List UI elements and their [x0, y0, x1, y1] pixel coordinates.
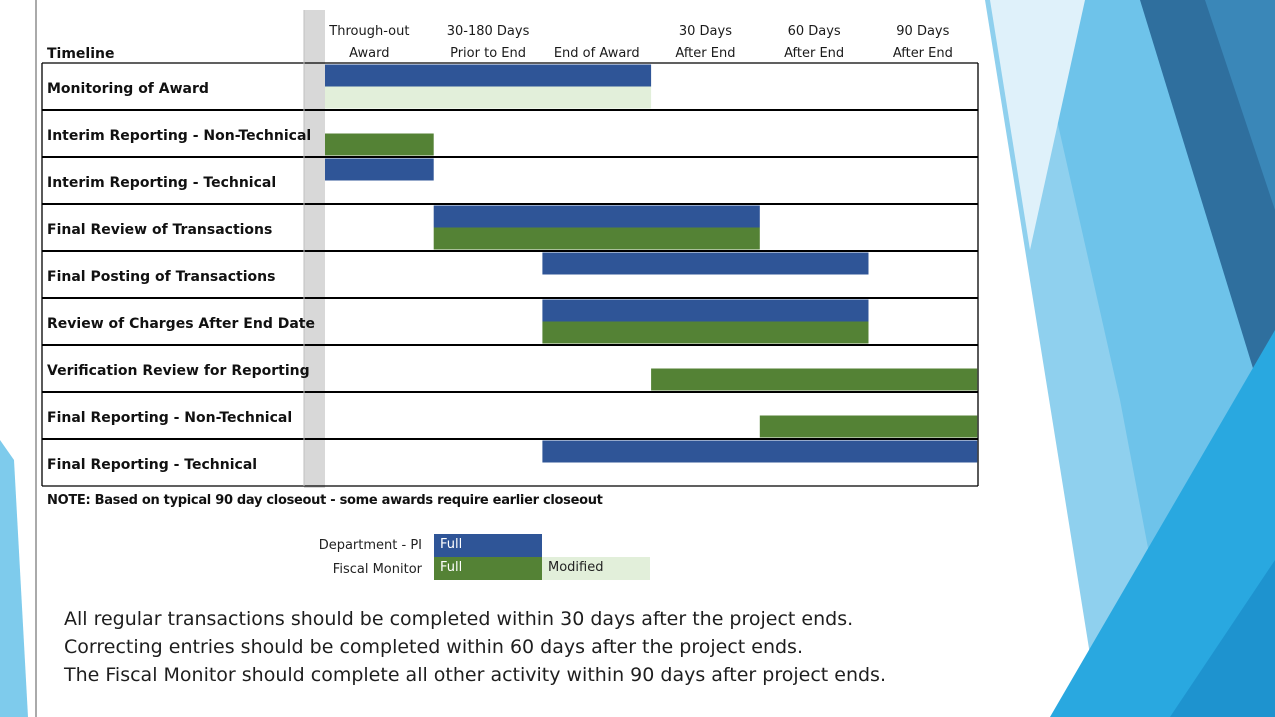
- department-bar: [542, 299, 869, 322]
- period-header-line1: 60 Days: [788, 24, 841, 39]
- department-bar: [325, 64, 652, 87]
- task-label: Final Reporting - Non-Technical: [47, 410, 292, 426]
- grid-lines: [41, 10, 979, 487]
- period-header-line2: After End: [784, 46, 844, 61]
- period-header-line2: End of Award: [554, 46, 640, 61]
- task-label: Final Reporting - Technical: [47, 457, 257, 473]
- period-header-line1: 90 Days: [896, 24, 949, 39]
- footer-line-3: The Fiscal Monitor should complete all o…: [64, 664, 886, 686]
- deco-facet-dark-2: [1205, 0, 1275, 210]
- fiscal-bar: [433, 227, 760, 250]
- row-header-label: Timeline: [47, 46, 115, 62]
- department-bar: [542, 440, 978, 463]
- fiscal-bar: [759, 415, 978, 438]
- legend-department-full-swatch: Full: [434, 534, 542, 557]
- department-bar: [433, 205, 760, 228]
- department-bar: [325, 158, 434, 181]
- fiscal-bar: [325, 133, 434, 156]
- legend-fiscal-label: Fiscal Monitor: [332, 562, 422, 577]
- fiscal-bar: [542, 321, 869, 344]
- deco-facet-pale: [990, 0, 1085, 250]
- task-label: Interim Reporting - Technical: [47, 175, 276, 191]
- deco-facet-corner: [1170, 560, 1275, 717]
- deco-facet-dark: [1140, 0, 1275, 440]
- legend-department-label: Department - PI: [318, 538, 422, 553]
- legend-fiscal-full-swatch: Full: [434, 557, 542, 580]
- legend-fiscal-modified-swatch: Modified: [542, 557, 650, 580]
- period-header-line2: After End: [675, 46, 735, 61]
- deco-facet-bright: [1050, 330, 1275, 717]
- period-header-line2: After End: [893, 46, 953, 61]
- period-header-line2: Award: [349, 46, 389, 61]
- task-label: Interim Reporting - Non-Technical: [47, 128, 311, 144]
- task-label: Monitoring of Award: [47, 81, 209, 97]
- period-header-line1: 30 Days: [679, 24, 732, 39]
- period-header-line1: 30-180 Days: [447, 24, 530, 39]
- task-bars: [325, 64, 978, 463]
- task-label: Final Posting of Transactions: [47, 269, 275, 285]
- task-label: Final Review of Transactions: [47, 222, 272, 238]
- fiscal-bar: [651, 368, 978, 391]
- footer-line-2: Correcting entries should be completed w…: [64, 636, 803, 658]
- department-bar: [542, 252, 869, 275]
- deco-left-sliver: [0, 440, 28, 717]
- period-header-line2: Prior to End: [450, 46, 526, 61]
- task-label: Review of Charges After End Date: [47, 316, 315, 332]
- footer-line-1: All regular transactions should be compl…: [64, 608, 854, 630]
- gray-column: [304, 10, 325, 488]
- fiscal-bar: [325, 86, 652, 109]
- task-label: Verification Review for Reporting: [47, 363, 310, 379]
- period-header-line1: Through-out: [328, 24, 409, 39]
- closeout-note: NOTE: Based on typical 90 day closeout -…: [47, 493, 603, 508]
